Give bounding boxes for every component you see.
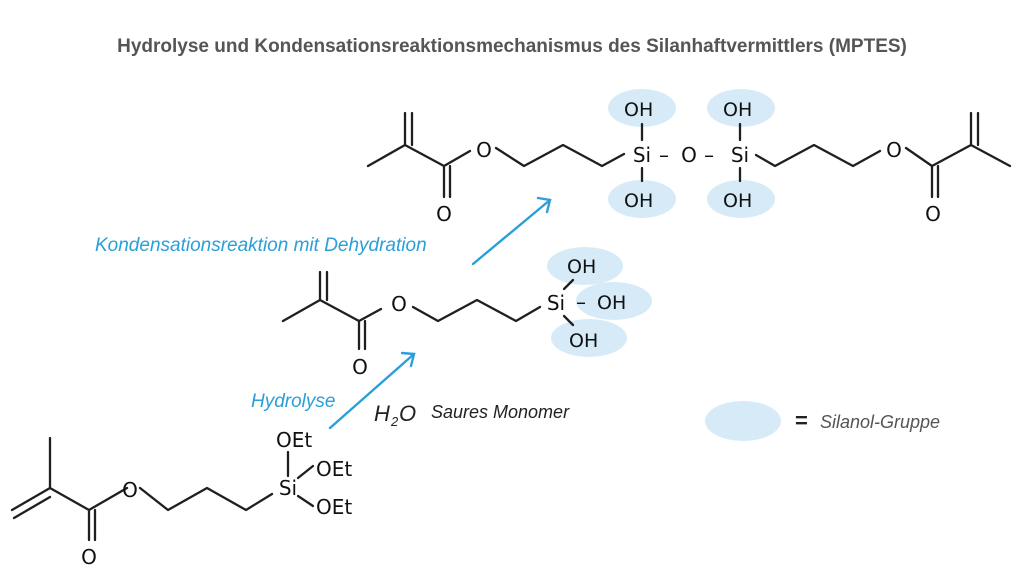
mptes-skeleton [10, 436, 274, 542]
condensation-arrow [471, 198, 552, 266]
condensation-label: Kondensationsreaktion mit Dehydration [95, 235, 427, 256]
silanetriol-double-bonds [325, 270, 367, 351]
legend-equals: = [795, 408, 808, 433]
silanol-group-4 [707, 180, 775, 218]
oet-top: OEt [276, 428, 312, 452]
legend-silanol-swatch [705, 401, 781, 441]
monomer-label: Saures Monomer [431, 402, 570, 422]
oh-bottom: OH [569, 330, 598, 352]
silanol-group-2 [608, 180, 676, 218]
silanol-group-3 [707, 89, 775, 127]
silanol-group-1 [608, 89, 676, 127]
silanol-group-top [547, 247, 623, 285]
silanetriol-skeleton [281, 270, 542, 351]
hydrolysis-label: Hydrolyse [251, 391, 335, 412]
silanetriol-dash: – [576, 290, 586, 314]
dimer-silicon-left: Si [633, 143, 651, 167]
oh-top: OH [567, 256, 596, 278]
page-title: Hydrolyse und Kondensationsreaktionsmech… [117, 36, 907, 57]
dimer-right-skeleton [754, 111, 1012, 199]
mptes-silicon: Si [279, 476, 297, 500]
legend-label: Silanol-Gruppe [820, 412, 940, 432]
water-subscript: 2 [390, 414, 399, 429]
dimer-left-ester-oxygen: O [476, 138, 492, 162]
silanetriol-si-bonds [562, 278, 575, 327]
mptes-si-bonds [286, 450, 315, 508]
water-h: H [374, 401, 390, 426]
mptes-ester-oxygen: O [122, 478, 138, 502]
silanol-group-right [576, 282, 652, 320]
oh-right: OH [597, 292, 626, 314]
dimer-dash-1: – [659, 143, 669, 167]
silanetriol-molecule: O O Si – OH OH OH [281, 247, 652, 379]
dimer-left-skeleton [366, 111, 626, 199]
condensation-arrow-head [536, 196, 552, 214]
hydrolysis-arrow-head [400, 351, 416, 368]
silanetriol-ester-oxygen: O [391, 292, 407, 316]
dimer-left-carbonyl-oxygen: O [436, 202, 452, 226]
dimer-oh-2: OH [624, 190, 653, 212]
dimer-right-carbonyl-oxygen: O [925, 202, 941, 226]
siloxane-dimer: O O Si – O – Si OH OH OH OH O O [366, 89, 1012, 226]
dimer-bridge-oxygen: O [681, 143, 697, 167]
dimer-oh-4: OH [723, 190, 752, 212]
mptes-double-bonds [12, 495, 97, 542]
legend: = Silanol-Gruppe [705, 401, 940, 441]
silanol-group-bottom [551, 319, 627, 357]
water-o: O [399, 401, 416, 426]
dimer-oh-1: OH [624, 99, 653, 121]
water-formula: H 2 O [374, 401, 416, 429]
mptes-carbonyl-oxygen: O [81, 545, 97, 569]
silanetriol-silicon: Si [547, 291, 565, 315]
dimer-right-ester-oxygen: O [886, 138, 902, 162]
dimer-silicon-right: Si [731, 143, 749, 167]
dimer-right-double-bonds [936, 111, 980, 199]
dimer-si-oh-bonds [640, 122, 742, 183]
dimer-oh-3: OH [723, 99, 752, 121]
oet-right: OEt [316, 457, 352, 481]
dimer-dash-2: – [704, 143, 714, 167]
silanetriol-carbonyl-oxygen: O [352, 355, 368, 379]
dimer-left-double-bonds [410, 111, 452, 199]
mptes-molecule: O O Si OEt OEt OEt [10, 428, 352, 569]
hydrolysis-arrow [328, 352, 416, 430]
oet-bottom: OEt [316, 495, 352, 519]
